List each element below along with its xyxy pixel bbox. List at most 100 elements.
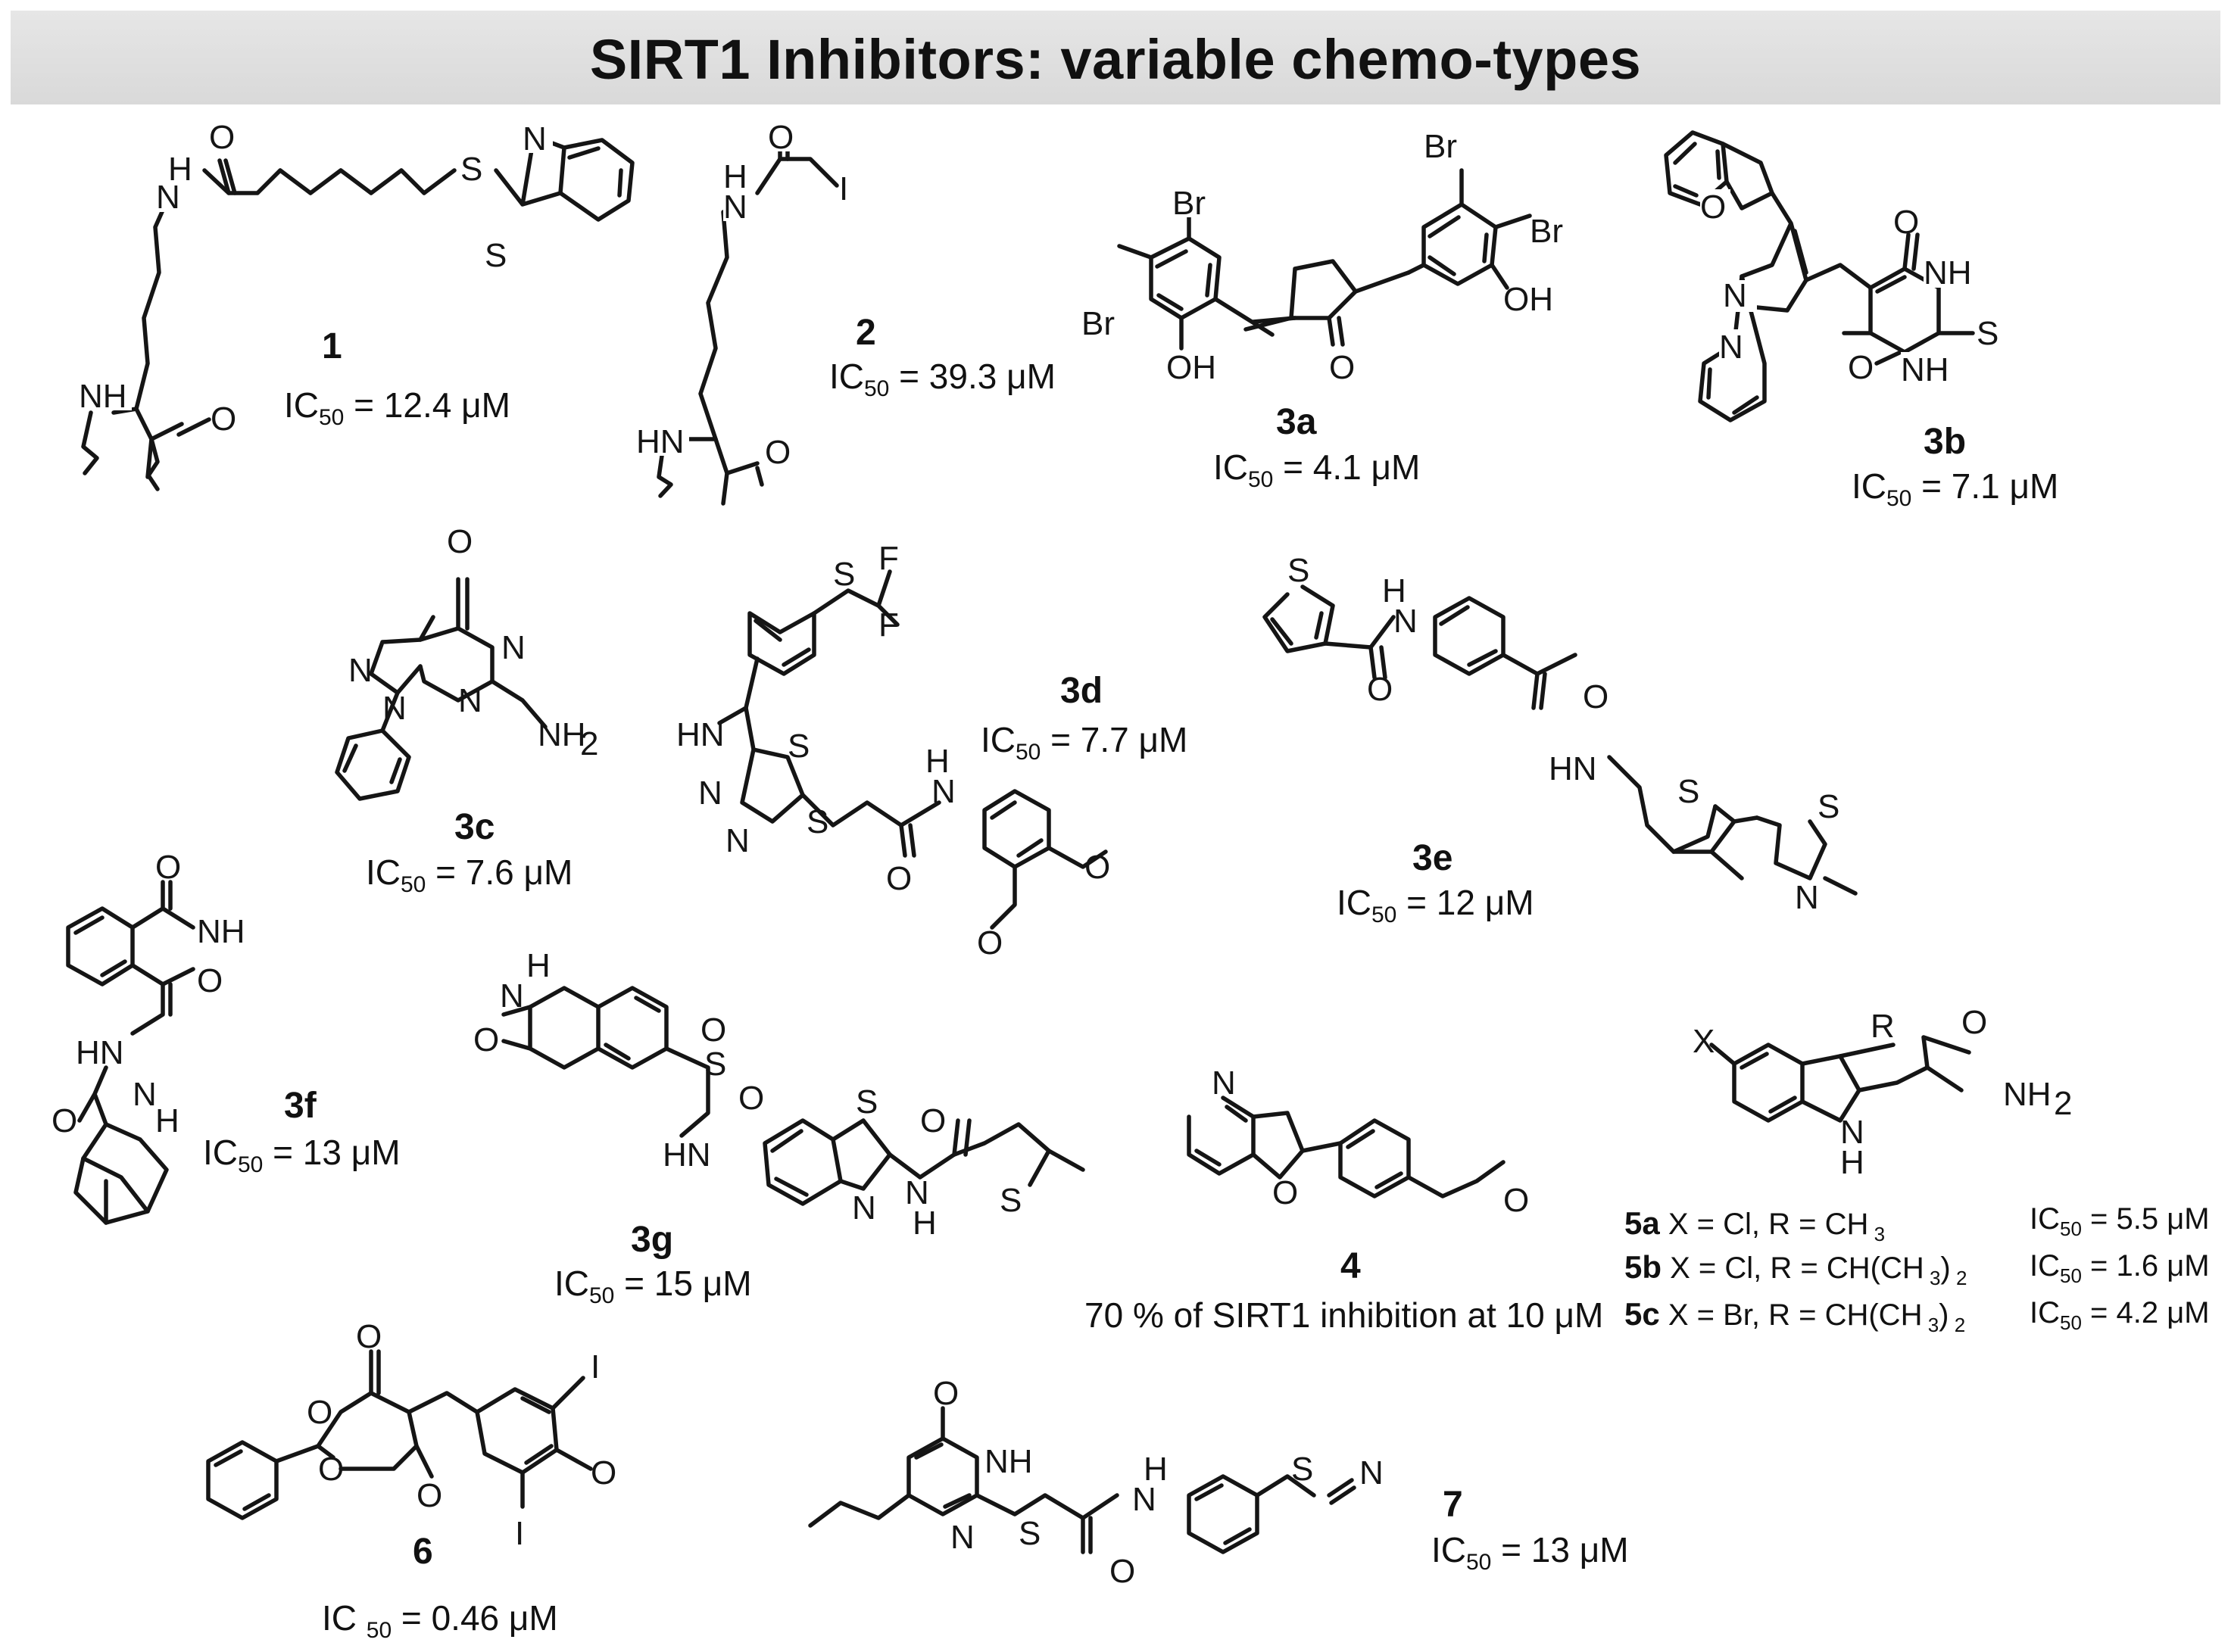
atom-label: N [382,690,407,727]
activity-text: IC50 = 39.3 μM [829,357,1056,402]
atom-label: H [723,158,747,195]
structure-compound-3a: Br Br OH O Br Br OH [1081,128,1563,386]
structure-compound-1: O N H S N S NH O [79,119,635,491]
compound-label: 3c [454,807,495,847]
atom-label: N [523,120,547,157]
compound-label: 1 [322,326,342,366]
atom-label: O [1893,204,1919,241]
atom-label: H [155,1102,179,1139]
atom-label: Br [1424,128,1457,165]
atom-label: NH [1924,254,1972,291]
series-activity: IC50 = 1.6 μM [2030,1249,2210,1287]
structure-compound-3d: S F F HN S N N S H N O O O [676,540,1110,962]
atom-label: O [768,119,794,156]
atom-label: NH [538,716,586,753]
series-row: 5a X = Cl, R = CH 3 [1624,1205,1886,1245]
atom-label: O [307,1394,332,1431]
atom-label: O [447,523,473,560]
atom-label: HN [76,1034,124,1071]
atom-label: N [1723,277,1747,314]
activity-text: IC 50 = 0.46 μM [322,1598,558,1644]
atom-label: OH [1166,349,1216,386]
atom-label: S [704,1046,726,1083]
atom-label: N [725,822,750,859]
structure-compound-7: O NH N S H N O S N [808,1375,1384,1590]
atom-label: O [318,1451,344,1488]
atom-label: S [485,237,507,274]
atom-label: NH [2003,1076,2052,1113]
atom-label: N [156,179,180,216]
atom-label: N [348,652,373,689]
atom-label: O [51,1102,77,1139]
atom-label: N [698,775,722,812]
atom-label: OH [1503,281,1553,318]
structure-compound-3b: O O NH S NH O N N [1664,130,1999,422]
atom-label: HN [663,1136,711,1174]
atom-label: O [1367,671,1393,708]
atom-label: S [807,803,828,840]
series-activity: IC50 = 5.5 μM [2030,1202,2210,1240]
atom-label: O [1848,349,1874,386]
atom-label: NH [197,913,245,950]
atom-label: N [1795,879,1819,916]
atom-label: S [1287,552,1309,589]
atom-label: O [356,1318,382,1355]
activity-text: IC50 = 12.4 μM [284,385,510,431]
structure-compound-4: N O O [1187,1064,1529,1219]
atom-label: S [788,728,810,765]
atom-label: I [839,170,848,207]
atom-label: O [977,924,1003,962]
atom-label: N [458,682,482,719]
activity-text: IC50 = 15 μM [554,1264,752,1309]
atom-label: NH [79,378,127,415]
atom-label: H [913,1205,937,1242]
activity-text: IC50 = 4.1 μM [1213,447,1421,493]
atom-label: S [1019,1515,1041,1552]
atom-label: N [1132,1481,1156,1518]
atom-label: NH [1901,351,1949,388]
atom-label: HN [676,716,725,753]
activity-text: IC50 = 7.7 μM [981,720,1188,765]
activity-text: IC50 = 12 μM [1337,883,1534,928]
atom-label: O [1503,1182,1529,1219]
atom-label: N [1393,603,1418,640]
atom-label: O [765,434,791,471]
atom-label: H [925,743,950,780]
atom-label: O [591,1454,616,1491]
atom-label: H [1144,1451,1168,1488]
atom-label: 2 [580,725,598,762]
atom-label: Br [1172,185,1206,222]
atom-label: N [501,629,526,666]
atom-label: S [1000,1182,1022,1219]
atom-label: N [905,1174,929,1211]
atom-label: N [1840,1114,1864,1151]
series-row: 5c X = Br, R = CH(CH 3) 2 [1624,1296,1966,1336]
atom-label: HN [1549,750,1597,787]
atom-label: S [856,1083,878,1121]
atom-label: O [197,962,223,999]
atom-label: O [1109,1553,1135,1590]
atom-label: N [500,977,524,1015]
atom-label: O [1700,189,1726,226]
compound-label: 3b [1924,422,1967,462]
atom-label: O [920,1102,946,1139]
activity-text: IC50 = 13 μM [203,1133,401,1178]
atom-label: O [417,1477,442,1514]
compound-label: 3e [1412,838,1453,878]
atom-label: O [473,1021,499,1058]
title-banner: SIRT1 Inhibitors: variable chemo-types [11,11,2220,104]
compound-label: 3d [1060,671,1103,711]
figure-title: SIRT1 Inhibitors: variable chemo-types [589,28,1642,91]
atom-label: O [211,401,236,438]
atom-label: 2 [2054,1085,2072,1122]
atom-label: I [591,1348,600,1385]
atom-label: S [1818,788,1839,825]
atom-label: O [1272,1174,1298,1211]
atom-label: HN [636,423,685,460]
atom-label: F [878,540,899,577]
atom-label: O [701,1011,726,1049]
atom-label: N [1212,1064,1236,1102]
activity-text: 70 % of SIRT1 inhibition at 10 μM [1084,1295,1604,1335]
compound-label: 7 [1443,1485,1463,1525]
